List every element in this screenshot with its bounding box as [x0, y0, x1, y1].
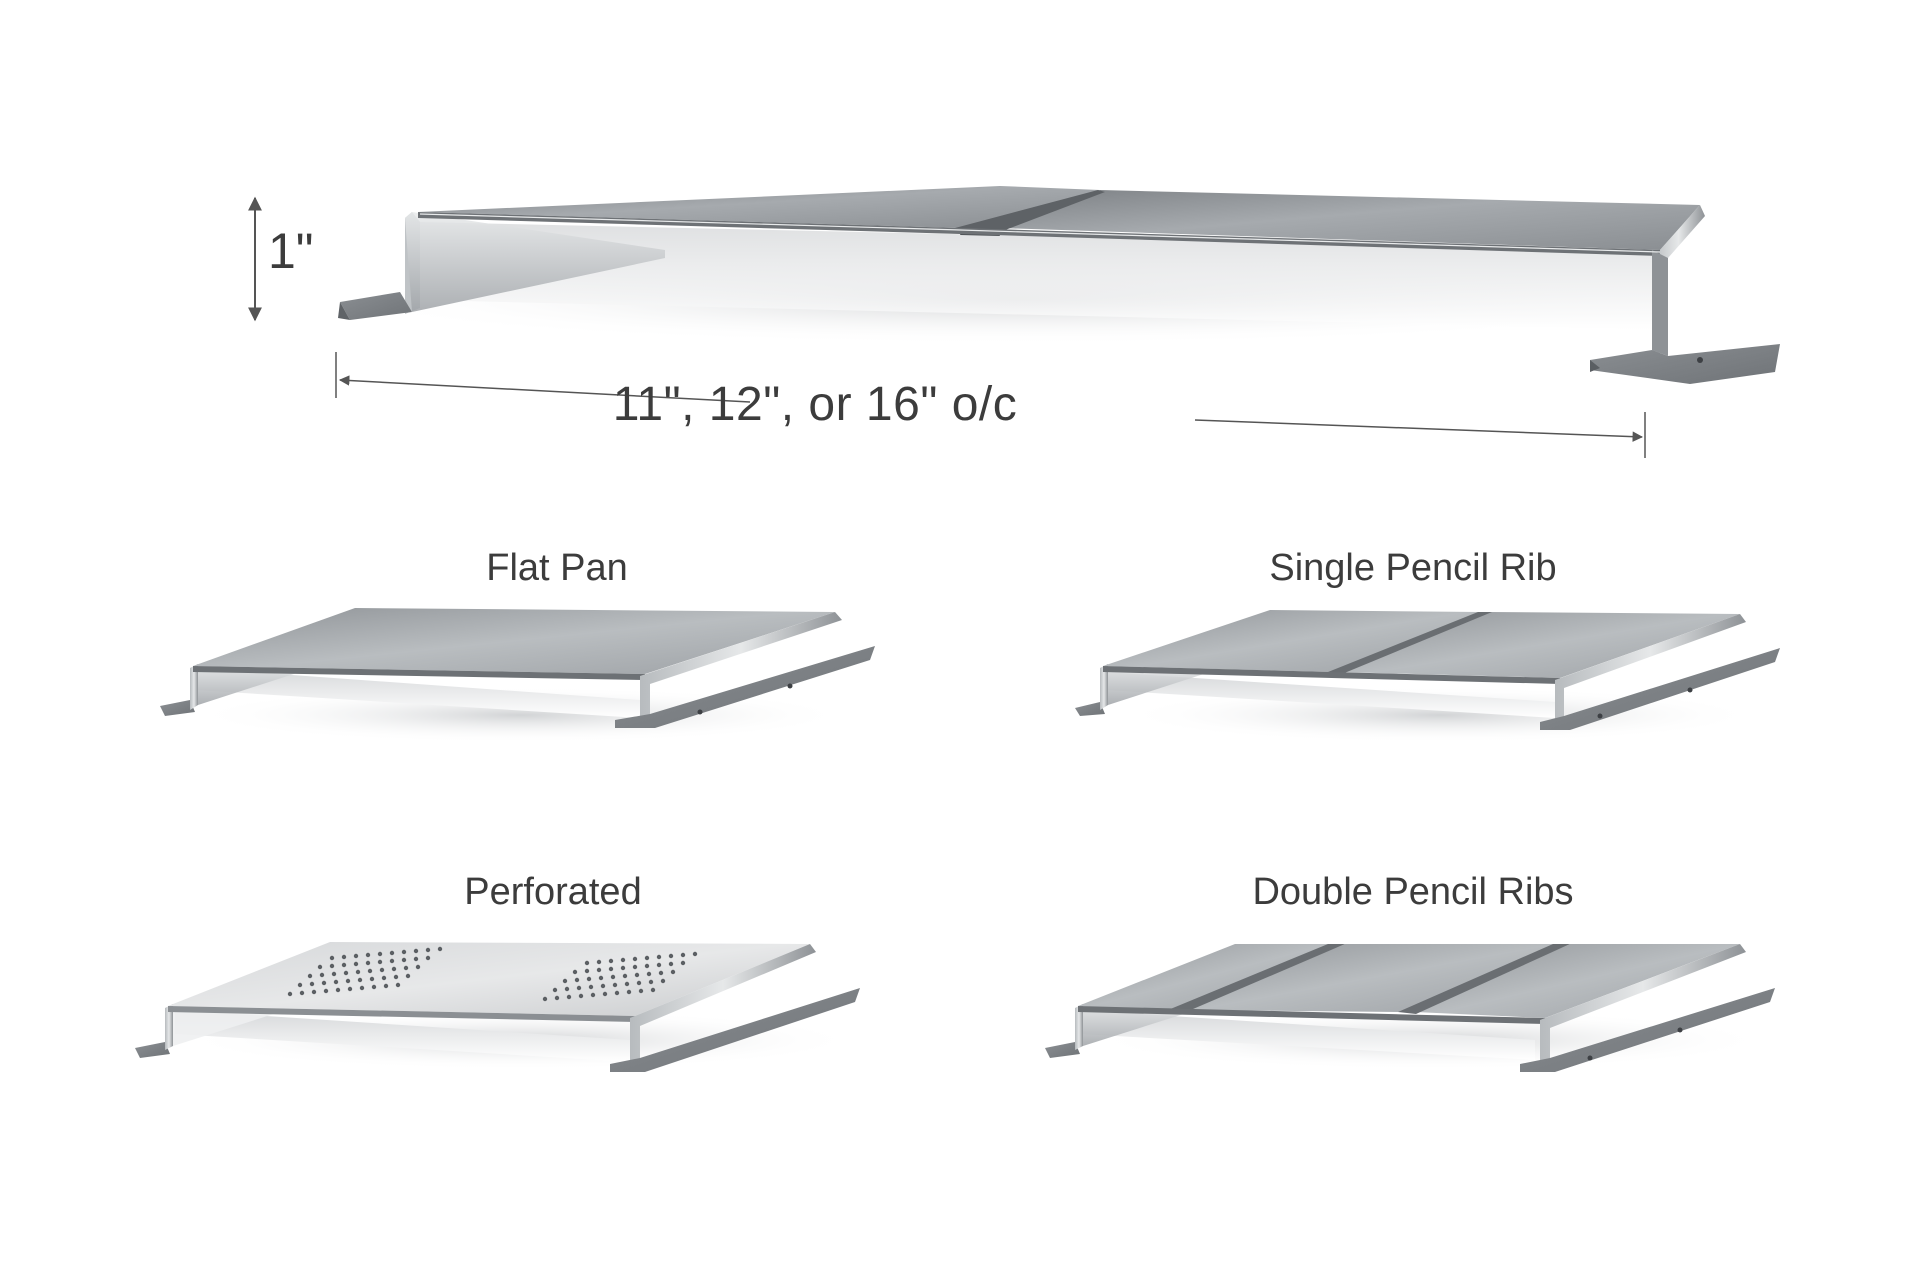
- double-pencil-ribs-illustration: [1045, 944, 1775, 1072]
- profile-label-double-pencil-ribs: Double Pencil Ribs: [1252, 871, 1574, 913]
- perforation-pattern: [287, 946, 698, 1002]
- profile-label-flat-pan: Flat Pan: [486, 547, 628, 589]
- main-panel-illustration: [320, 186, 1780, 384]
- spacing-dimension-label: 11", 12", or 16" o/c: [612, 378, 1018, 431]
- perforated-illustration: [135, 942, 860, 1072]
- height-dimension-label: 1": [268, 223, 314, 279]
- profile-label-perforated: Perforated: [464, 871, 642, 913]
- profile-label-single-pencil-rib: Single Pencil Rib: [1269, 547, 1557, 589]
- flat-pan-illustration: [160, 608, 875, 743]
- spacing-dimension: [335, 352, 1646, 458]
- single-pencil-rib-illustration: [1075, 610, 1780, 743]
